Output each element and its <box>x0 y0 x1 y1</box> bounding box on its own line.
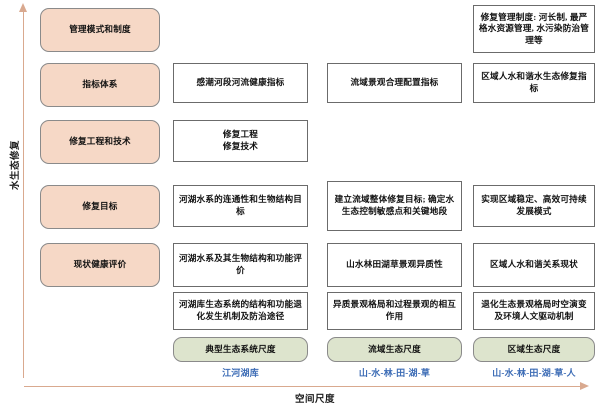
scale-box-regional-ecology[interactable]: 区域生态尺度 <box>473 337 595 362</box>
cell-r3c2-restoration-project-technology[interactable]: 修复工程 修复技术 <box>173 120 308 162</box>
cell-r2c4-regional-harmony-index[interactable]: 区域人水和谐水生态修复指标 <box>473 63 595 103</box>
row-label-health-assessment[interactable]: 现状健康评价 <box>40 243 160 287</box>
cell-r4c4-regional-sustainable-mode[interactable]: 实现区域稳定、高效可持续发展模式 <box>473 185 595 227</box>
row-label-indicator-system[interactable]: 指标体系 <box>40 63 160 107</box>
cell-r6c3-landscape-pattern-process[interactable]: 异质景观格局和过程景观的相互作用 <box>327 292 462 330</box>
cell-r4c3-watershed-overall-goal[interactable]: 建立流域整体修复目标; 确定水生态控制敏感点和关键地段 <box>327 181 462 231</box>
cell-r2c2-tidal-river-health-index[interactable]: 感潮河段河流健康指标 <box>173 63 308 103</box>
cell-r1c4-management-system[interactable]: 修复管理制度: 河长制, 最严格水资源管理, 水污染防治管理等 <box>473 5 595 53</box>
cell-r6c4-degraded-landscape-evolution[interactable]: 退化生态景观格局时空演变及环境人文驱动机制 <box>473 292 595 330</box>
vertical-axis-label: 水生态修复 <box>11 140 21 191</box>
vertical-axis-arrowhead-icon <box>19 3 27 12</box>
horizontal-axis-line <box>24 386 581 388</box>
row-label-restoration-goal[interactable]: 修复目标 <box>40 185 160 229</box>
vertical-axis-line <box>23 10 25 378</box>
cell-r2c3-watershed-landscape-index[interactable]: 流域景观合理配置指标 <box>327 63 462 103</box>
horizontal-axis-arrowhead-icon <box>580 382 589 390</box>
cell-r5c2-river-lake-function-assessment[interactable]: 河湖水系及其生物结构和功能评价 <box>173 243 308 287</box>
scale-caption-rivers-lakes: 江河湖库 <box>222 368 259 378</box>
cell-r5c4-regional-harmony-status[interactable]: 区域人水和谐关系现状 <box>473 243 595 287</box>
horizontal-axis-label: 空间尺度 <box>294 395 335 405</box>
row-label-management-mode[interactable]: 管理模式和制度 <box>40 8 160 52</box>
cell-r4c2-connectivity-biostructure-goal[interactable]: 河湖水系的连通性和生物结构目标 <box>173 185 308 227</box>
scale-box-watershed-ecology[interactable]: 流域生态尺度 <box>327 337 462 362</box>
cell-r5c3-landscape-heterogeneity[interactable]: 山水林田湖草景观异质性 <box>327 243 462 287</box>
scale-caption-mountain-water-forest: 山-水-林-田-湖-草 <box>358 368 431 378</box>
scale-box-typical-ecosystem[interactable]: 典型生态系统尺度 <box>173 337 308 362</box>
scale-caption-mountain-water-forest-people: 山-水-林-田-湖-草-人 <box>492 368 576 378</box>
row-label-restoration-engineering[interactable]: 修复工程和技术 <box>40 120 160 164</box>
cell-r6c2-degradation-mechanism[interactable]: 河湖库生态系统的结构和功能退化发生机制及防治途径 <box>173 292 308 330</box>
